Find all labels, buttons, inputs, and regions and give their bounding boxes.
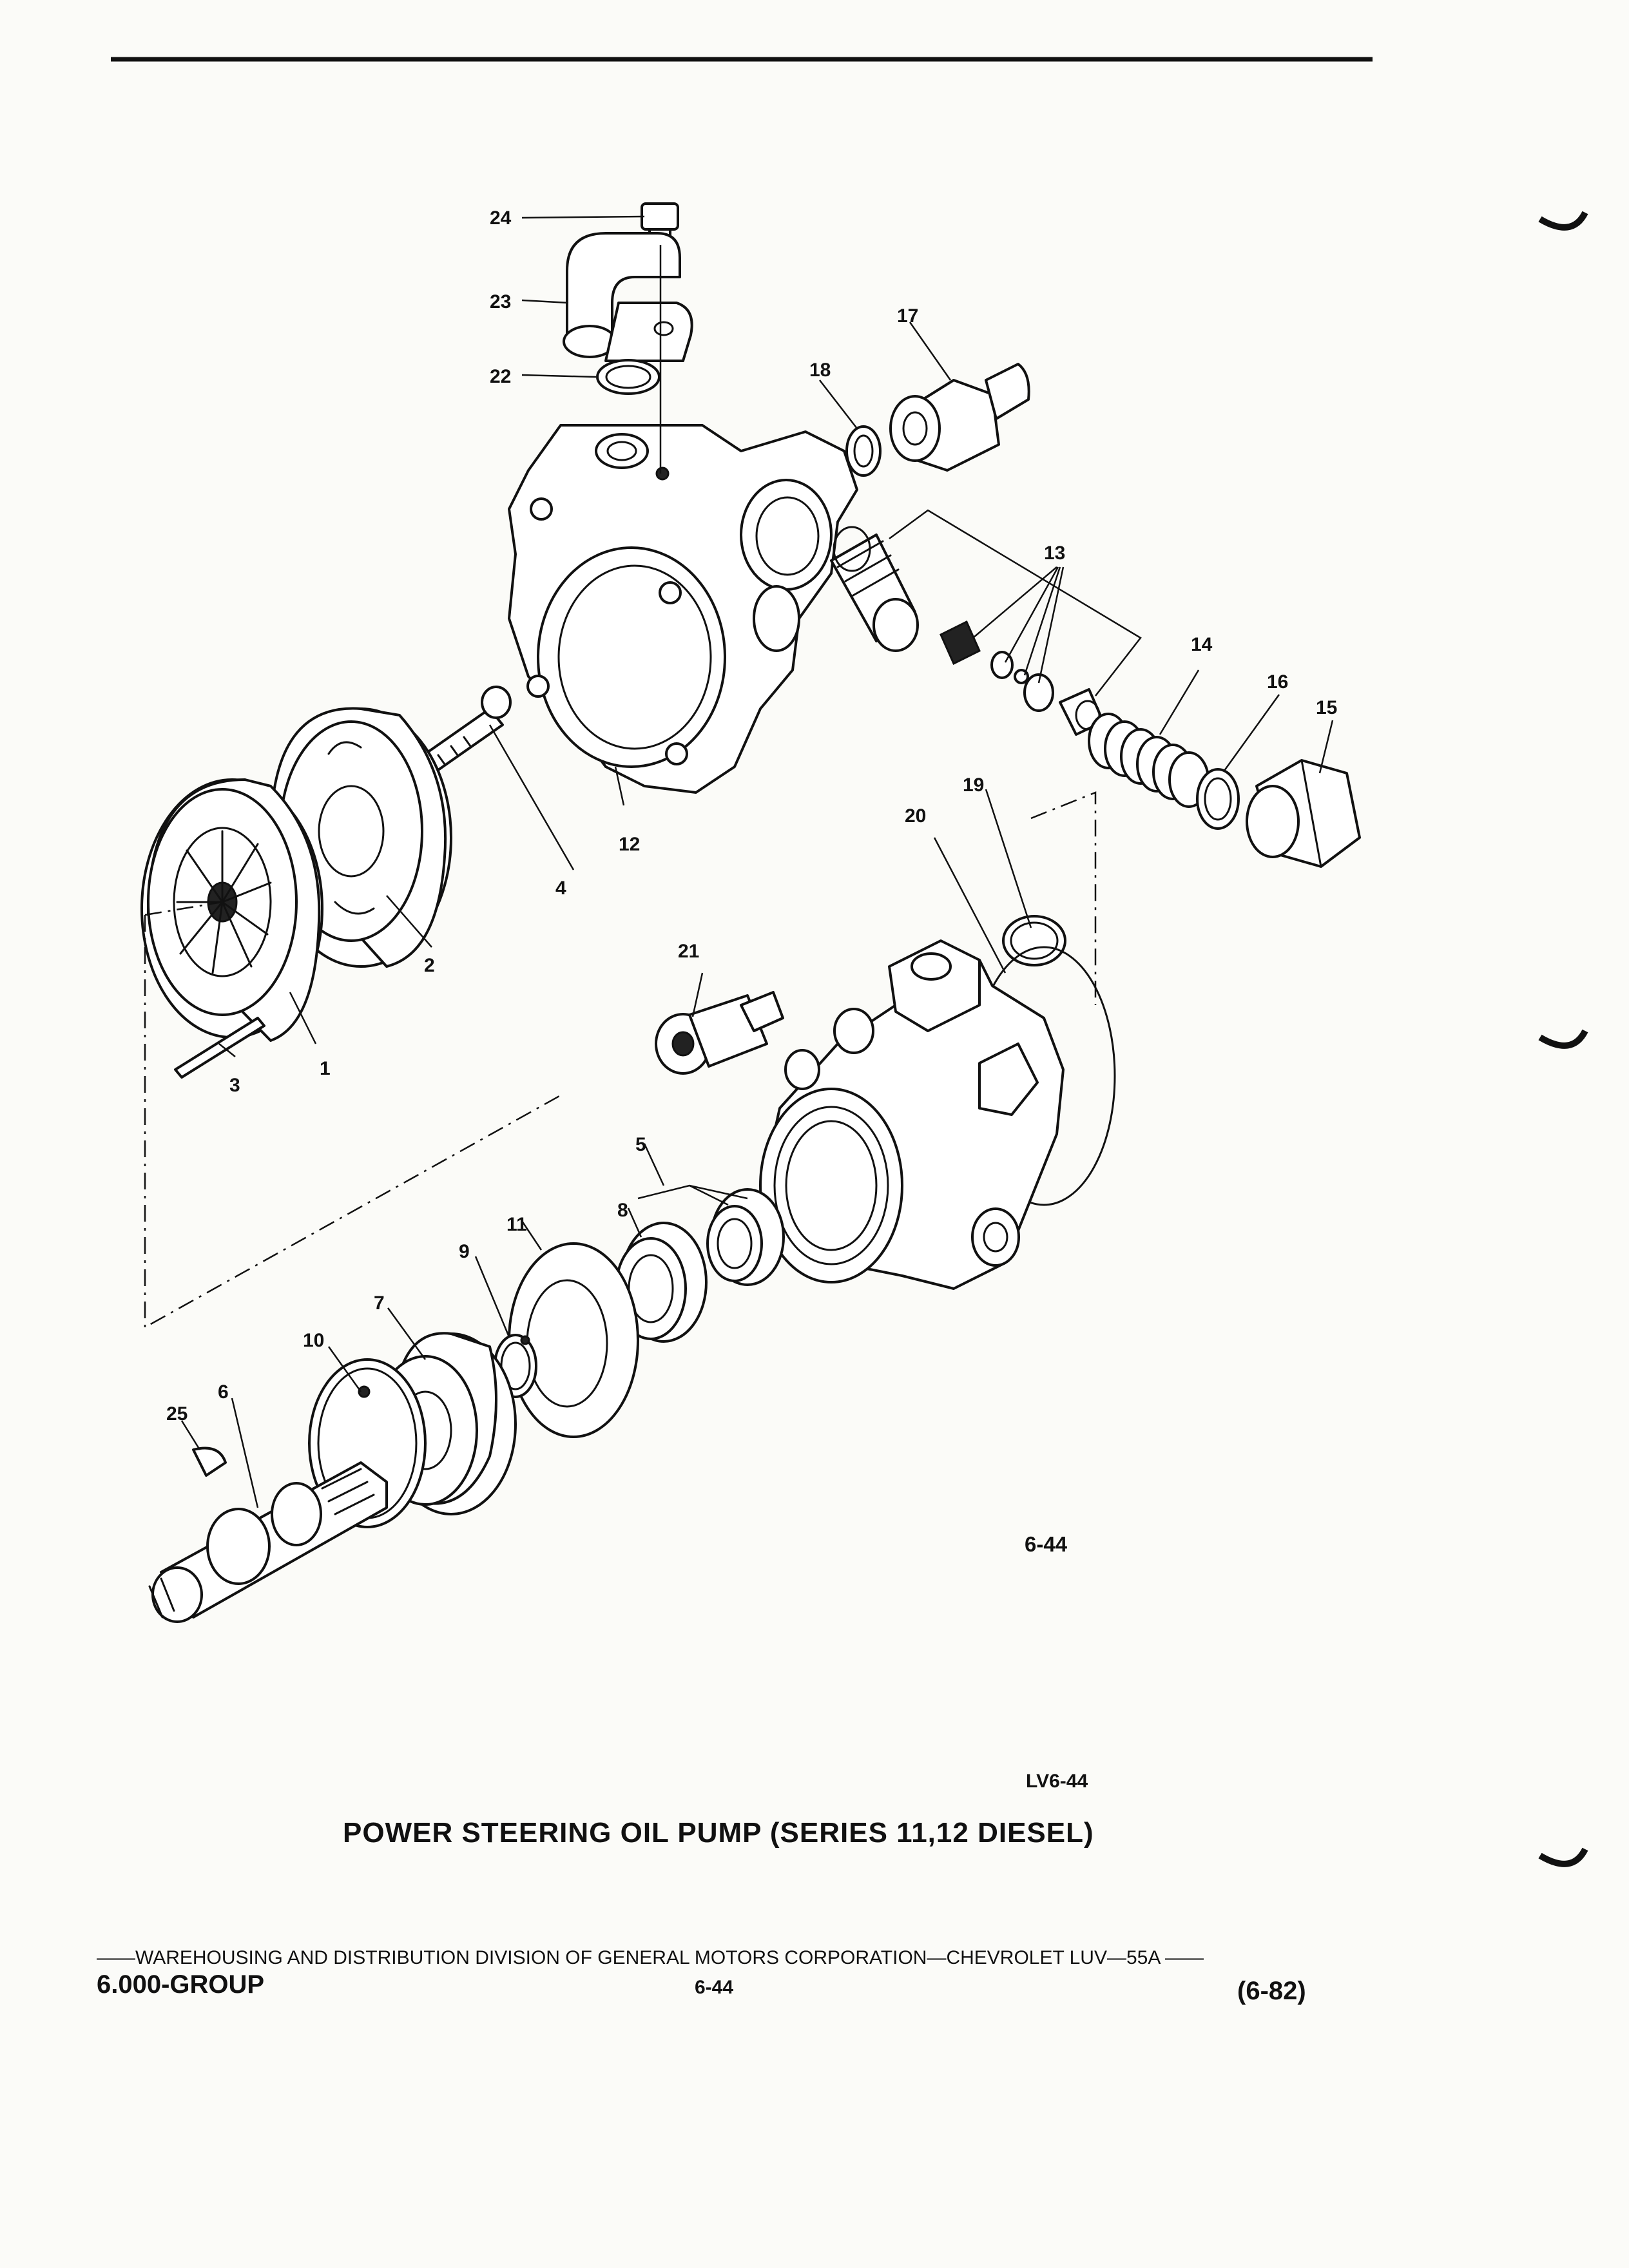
callout-19: 19 [963,774,984,796]
callout-6: 6 [218,1381,229,1403]
footer-group: 6.000-GROUP [97,1970,265,1999]
part-5-pump-housing [759,939,1065,1290]
part-19-o-ring [1002,915,1066,966]
figure-code: 6-44 [1025,1532,1068,1556]
callout-7: 7 [374,1293,385,1314]
footer-date: (6-82) [1237,1977,1306,2005]
callout-21: 21 [678,941,699,962]
edge-mark [1538,1847,1588,1867]
part-18-o-ring [845,425,882,477]
part-17-fitting [889,363,1030,472]
callout-22: 22 [490,366,511,387]
callout-20: 20 [905,805,926,827]
part-23-pipe [563,232,693,362]
reference-code: LV6-44 [1026,1771,1088,1792]
callout-23: 23 [490,291,511,312]
footer-page-number: 6-44 [695,1977,734,1998]
callout-9: 9 [459,1241,470,1262]
part-6-drive-shaft [148,1461,388,1623]
edge-mark [1538,211,1588,231]
part-15-plug [1246,759,1361,868]
part-21-socket-bolt [655,991,784,1075]
part-8-bearings [615,1188,785,1343]
callout-1: 1 [320,1058,331,1079]
callout-2: 2 [424,955,435,976]
callout-12: 12 [619,834,640,855]
callout-10: 10 [303,1330,324,1351]
callout-18: 18 [809,360,831,381]
callout-5: 5 [635,1134,646,1155]
part-25-key [192,1446,227,1477]
part-4-bolt [424,686,512,771]
figure-title: POWER STEERING OIL PUMP (SERIES 11,12 DI… [343,1817,1094,1849]
callout-3: 3 [229,1075,240,1096]
edge-mark [1538,1029,1588,1049]
callout-13: 13 [1044,543,1065,564]
callout-17: 17 [897,305,918,327]
callout-24: 24 [490,207,512,229]
callout-8: 8 [617,1200,628,1221]
leader-lines [180,215,1334,1508]
callout-labels: 24 23 22 17 18 13 14 16 15 12 4 2 1 3 19… [166,207,1337,1425]
part-12-pump-body [508,424,858,794]
part-16-o-ring [1196,768,1240,830]
callout-14: 14 [1191,634,1213,655]
callout-4: 4 [555,878,566,899]
footer-division-line: ——WAREHOUSING AND DISTRIBUTION DIVISION … [97,1947,1204,1968]
part-14-spring [1088,713,1210,808]
part-13-flow-control-valve [830,526,1104,736]
part-3-pin [174,1017,265,1079]
callout-11: 11 [506,1214,527,1235]
callout-16: 16 [1267,671,1288,693]
callout-25: 25 [166,1403,188,1425]
callout-15: 15 [1316,697,1337,718]
